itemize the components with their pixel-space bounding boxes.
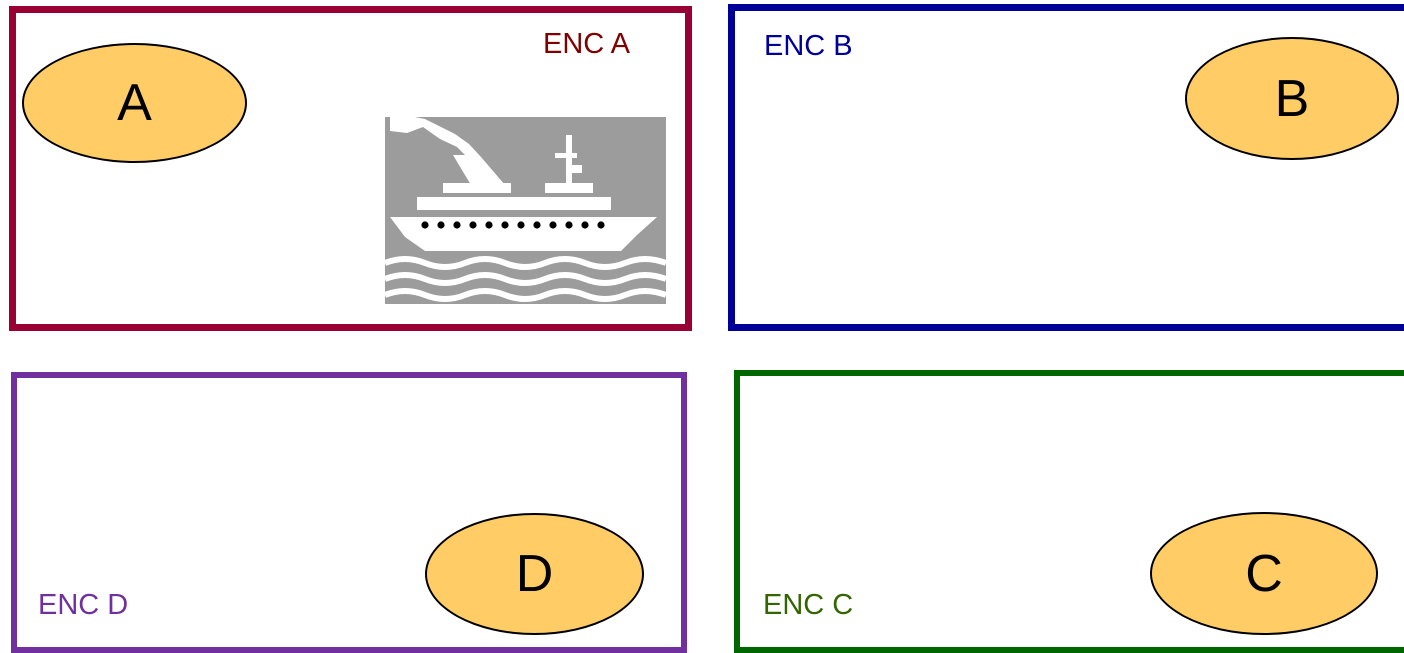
node-b: B xyxy=(1185,37,1399,160)
enc-b-label: ENC B xyxy=(764,30,853,62)
enc-a-label: ENC A xyxy=(543,28,631,60)
enc-d-label: ENC D xyxy=(38,589,129,621)
enc-c-label: ENC C xyxy=(763,589,854,621)
node-d: D xyxy=(425,513,644,635)
node-a: A xyxy=(22,43,247,163)
cruise-ship-icon xyxy=(385,117,666,304)
node-c: C xyxy=(1150,512,1378,635)
